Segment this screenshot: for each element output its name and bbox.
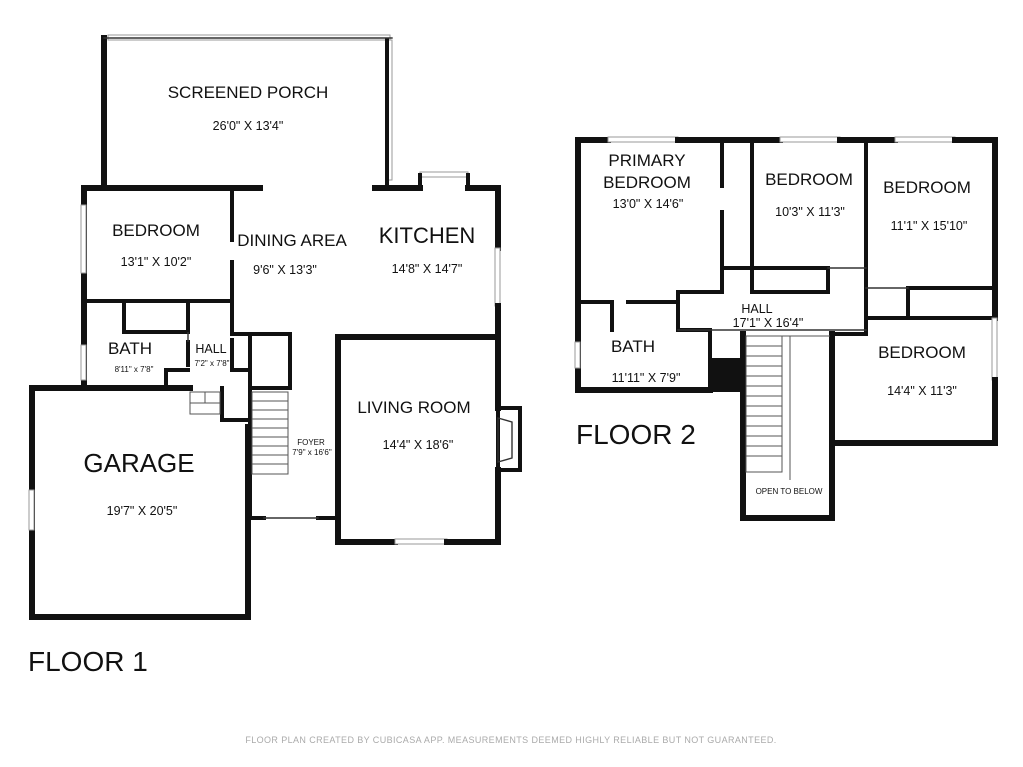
screened-porch-walls bbox=[101, 34, 393, 188]
primary-bedroom-name-line1: PRIMARY bbox=[608, 151, 685, 170]
floor-1-walls bbox=[28, 171, 522, 620]
bedroom-a-name: BEDROOM bbox=[765, 170, 853, 189]
hall-2-dims: 17'1" X 16'4" bbox=[733, 316, 804, 330]
screened-porch-name: SCREENED PORCH bbox=[168, 83, 329, 102]
floor-1-label: FLOOR 1 bbox=[28, 646, 148, 677]
open-to-below-label: OPEN TO BELOW bbox=[756, 487, 823, 496]
hall-2-name: HALL bbox=[741, 302, 772, 316]
garage-name: GARAGE bbox=[83, 448, 194, 478]
bath-2-dims: 11'11" X 7'9" bbox=[612, 371, 681, 385]
bedroom-c-dims: 14'4" X 11'3" bbox=[887, 384, 957, 398]
hall-name: HALL bbox=[195, 342, 226, 356]
floor-1: SCREENED PORCH 26'0" X 13'4" BEDROOM 13'… bbox=[28, 34, 522, 677]
primary-bedroom-dims: 13'0" X 14'6" bbox=[613, 197, 684, 211]
foyer-dims: 7'9" x 16'6" bbox=[292, 448, 332, 457]
bedroom-b-name: BEDROOM bbox=[883, 178, 971, 197]
floor-2-label: FLOOR 2 bbox=[576, 419, 696, 450]
kitchen-name: KITCHEN bbox=[379, 223, 476, 248]
footer-disclaimer: FLOOR PLAN CREATED BY CUBICASA APP. MEAS… bbox=[245, 735, 776, 745]
screened-porch-dims: 26'0" X 13'4" bbox=[213, 119, 284, 133]
bath-dims: 8'11" x 7'8" bbox=[115, 365, 154, 374]
living-room-name: LIVING ROOM bbox=[357, 398, 470, 417]
floor-1-staircase bbox=[251, 391, 289, 475]
bath-name: BATH bbox=[108, 339, 152, 358]
floor-1-labels: SCREENED PORCH 26'0" X 13'4" BEDROOM 13'… bbox=[28, 83, 475, 677]
dining-area-name: DINING AREA bbox=[237, 231, 347, 250]
primary-bedroom-name-line2: BEDROOM bbox=[603, 173, 691, 192]
garage-dims: 19'7" X 20'5" bbox=[107, 504, 178, 518]
floor-2-staircase bbox=[745, 335, 830, 480]
bedroom-b-dims: 11'1" X 15'10" bbox=[891, 219, 968, 233]
kitchen-dims: 14'8" X 14'7" bbox=[392, 262, 463, 276]
bedroom-dims: 13'1" X 10'2" bbox=[121, 255, 192, 269]
bedroom-name: BEDROOM bbox=[112, 221, 200, 240]
dining-area-dims: 9'6" X 13'3" bbox=[253, 263, 317, 277]
foyer-name: FOYER bbox=[297, 438, 325, 447]
floor-2-labels: PRIMARY BEDROOM 13'0" X 14'6" BEDROOM 10… bbox=[576, 151, 971, 496]
hall-dims: 7'2" x 7'8" bbox=[195, 359, 230, 368]
floor-2: PRIMARY BEDROOM 13'0" X 14'6" BEDROOM 10… bbox=[574, 136, 998, 521]
bedroom-a-dims: 10'3" X 11'3" bbox=[775, 205, 845, 219]
bath-2-name: BATH bbox=[611, 337, 655, 356]
floor-2-walls bbox=[574, 136, 998, 521]
bedroom-c-name: BEDROOM bbox=[878, 343, 966, 362]
living-room-dims: 14'4" X 18'6" bbox=[383, 438, 454, 452]
